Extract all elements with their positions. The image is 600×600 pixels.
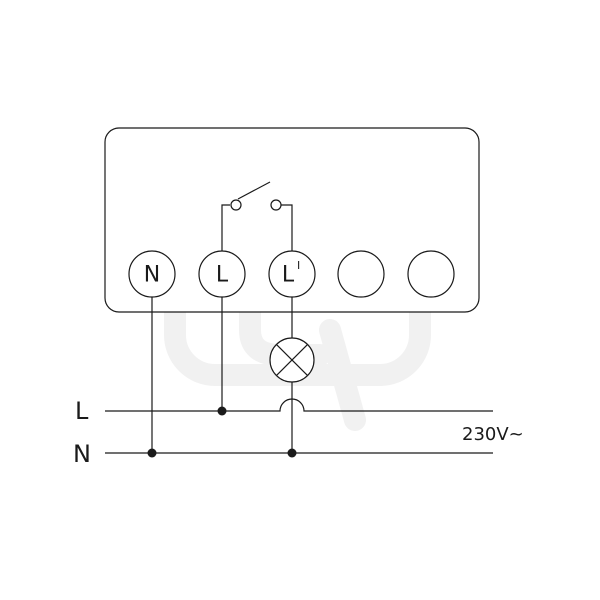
- terminal-l-switched-label: L: [282, 263, 295, 288]
- terminal-empty-4: [337, 250, 385, 298]
- supply-line-l-label: L: [75, 397, 89, 425]
- terminal-empty-5: [407, 250, 455, 298]
- supply-line-l: [105, 398, 493, 412]
- terminal-l-switched: L I: [268, 250, 316, 298]
- terminal-l-label: L: [216, 263, 229, 288]
- terminal-l-switched-mark: I: [297, 259, 300, 272]
- lamp-icon: [269, 337, 315, 383]
- junction-l: [217, 406, 227, 416]
- junction-n: [147, 448, 157, 458]
- supply-line-n-label: N: [73, 440, 91, 468]
- voltage-label: 230V~: [462, 424, 524, 445]
- terminal-l: L: [198, 250, 246, 298]
- terminal-n-label: N: [144, 263, 160, 288]
- switch-contact-icon: [221, 181, 293, 251]
- junction-lamp-n: [287, 448, 297, 458]
- terminal-n: N: [128, 250, 176, 298]
